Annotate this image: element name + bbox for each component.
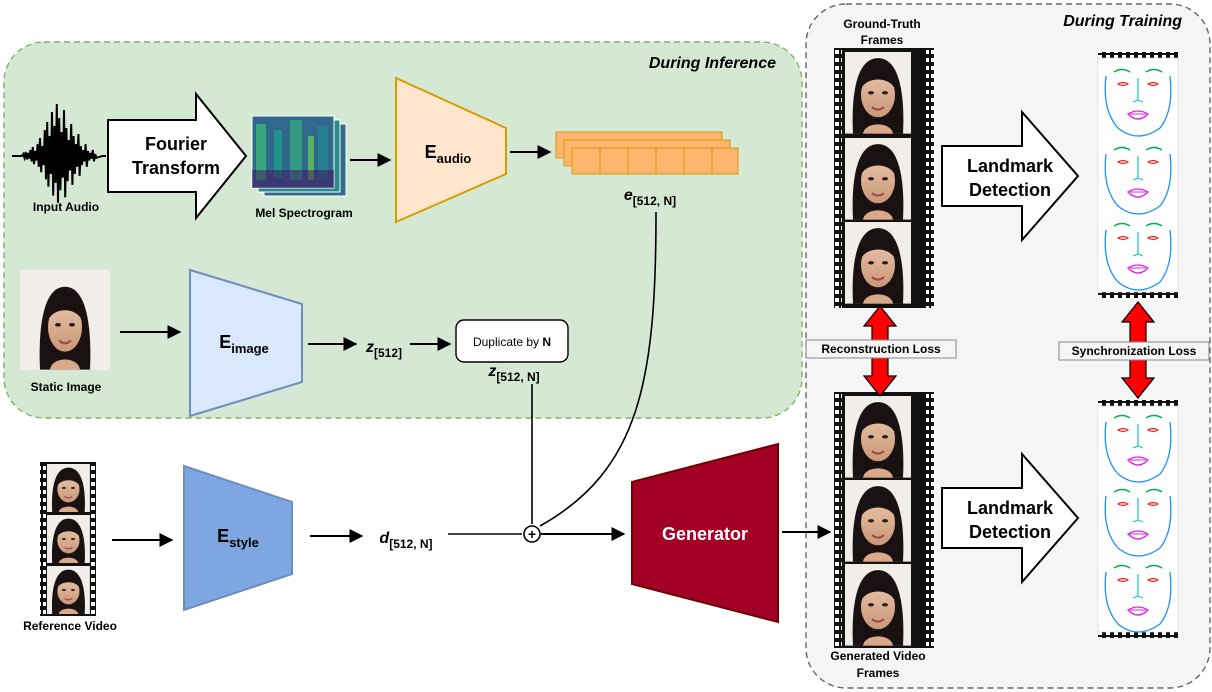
mel-spectrogram-label: Mel Spectrogram: [255, 206, 352, 220]
audio-encoder: [395, 76, 507, 224]
reconstruction-loss-label: Reconstruction Loss: [821, 342, 941, 356]
inference-label: During Inference: [649, 55, 776, 72]
image-encoder: [189, 268, 303, 418]
reference-video-label: Reference Video: [23, 619, 117, 633]
landmarks-strip-bottom: [1097, 400, 1179, 638]
generator-label: Generator: [662, 524, 748, 544]
sum-node: +: [523, 525, 541, 543]
training-label: During Training: [1063, 13, 1182, 30]
style-encoder: [183, 464, 293, 612]
gt-frames-label-line1: Ground-Truth: [843, 17, 920, 31]
reference-video-strip: [40, 462, 96, 616]
static-image: [20, 270, 110, 371]
generated-frames-strip: [834, 392, 934, 648]
duplicate-box: [455, 319, 569, 363]
generated-frames-label-line1: Generated Video: [830, 649, 925, 663]
landmark-bottom-line2: Detection: [969, 522, 1051, 542]
reconstruction-loss-box: [805, 339, 957, 359]
fourier-line2: Transform: [132, 158, 220, 178]
input-audio-label: Input Audio: [33, 200, 99, 214]
d-label: d[512, N]: [379, 530, 432, 551]
style-encoder-label: Estyle: [217, 526, 259, 550]
ground-truth-frames-strip: [834, 48, 934, 308]
landmark-bottom-line1: Landmark: [967, 498, 1054, 518]
svg-text:+: +: [528, 526, 536, 542]
landmark-detection-arrow-bottom: [941, 451, 1080, 585]
zN-label: z[512, N]: [487, 363, 539, 384]
mel-spectrogram-image: [251, 115, 347, 197]
static-image-label: Static Image: [31, 380, 102, 394]
gt-frames-label-line2: Frames: [861, 33, 904, 47]
audio-waveform-icon: [12, 103, 106, 203]
landmarks-strip-top: [1097, 52, 1179, 298]
synchronization-loss-label: Synchronization Loss: [1072, 344, 1197, 358]
generator: [631, 442, 779, 624]
audio-embedding-label: e[512, N]: [624, 187, 676, 208]
line-embedding-to-sum: [539, 211, 657, 527]
landmark-top-line2: Detection: [969, 180, 1051, 200]
generated-frames-label-line2: Frames: [857, 666, 900, 680]
fourier-transform-arrow: [107, 91, 248, 221]
image-encoder-label: Eimage: [219, 332, 269, 356]
duplicate-label: Duplicate by N: [473, 335, 551, 349]
landmark-detection-arrow-top: [941, 109, 1080, 243]
synchronization-loss-box: [1058, 341, 1210, 361]
z-label: z[512]: [365, 339, 402, 360]
audio-embedding-tensor: [555, 131, 739, 175]
landmark-top-line1: Landmark: [967, 156, 1054, 176]
audio-encoder-label: Eaudio: [425, 142, 472, 166]
fourier-line1: Fourier: [145, 134, 207, 154]
